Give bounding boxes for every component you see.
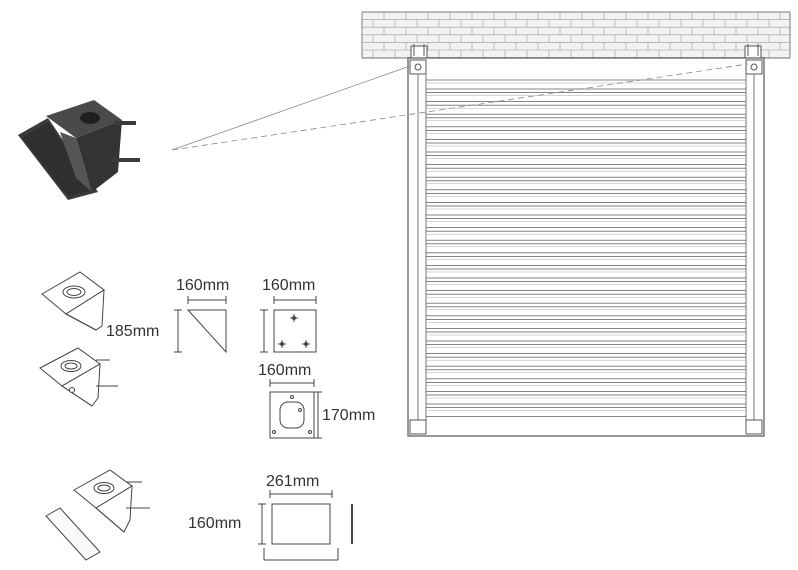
dim-base-plate-height: 170mm <box>322 407 376 424</box>
bracket-3d-dark <box>18 100 140 200</box>
shutter-slat <box>425 268 747 279</box>
shutter-slat <box>425 79 747 90</box>
square-plate <box>260 296 317 353</box>
shutter-slat <box>425 205 747 216</box>
shutter-slat <box>425 192 747 203</box>
bracket-line-2 <box>39 347 118 407</box>
shutter-slat <box>425 344 747 355</box>
shutter-slat <box>425 180 747 191</box>
shutter-slat <box>425 356 747 367</box>
shutter-slat <box>425 306 747 317</box>
shutter-slat <box>425 293 747 304</box>
dim-end-plate-height: 160mm <box>188 515 242 532</box>
bracket-line-1 <box>41 271 105 331</box>
roller-shutter <box>407 57 765 437</box>
bracket-line-3 <box>45 469 150 561</box>
shutter-slat <box>425 394 747 405</box>
base-plate <box>269 379 322 439</box>
shutter-slat <box>425 255 747 266</box>
dim-bracket-height: 185mm <box>106 323 160 340</box>
shutter-slat <box>425 92 747 102</box>
shutter-slat <box>425 218 747 229</box>
shutter-slat <box>425 167 747 178</box>
shutter-slat <box>425 381 747 392</box>
shutter-slats <box>425 79 747 418</box>
dim-end-plate-width: 261mm <box>266 473 320 490</box>
shutter-slat <box>425 129 747 140</box>
dim-plate-width: 160mm <box>262 277 316 294</box>
end-plate <box>258 490 353 561</box>
dim-bracket-side-width: 160mm <box>176 277 230 294</box>
wall-bracket-left <box>410 44 428 59</box>
shutter-slat <box>425 155 747 166</box>
leader-lines <box>171 63 749 151</box>
shutter-slat <box>425 369 747 380</box>
shutter-slat <box>425 331 747 342</box>
shutter-slat <box>425 142 747 153</box>
bracket-side-view <box>174 296 227 354</box>
shutter-slat <box>425 104 747 115</box>
shutter-slat <box>425 318 747 329</box>
dim-base-plate-width: 160mm <box>258 362 312 379</box>
shutter-slat <box>425 281 747 292</box>
shutter-slat <box>425 117 747 128</box>
shutter-slat <box>425 243 747 254</box>
wall-bracket-right <box>744 44 762 59</box>
shutter-slat <box>425 407 747 418</box>
shutter-slat <box>425 230 747 241</box>
